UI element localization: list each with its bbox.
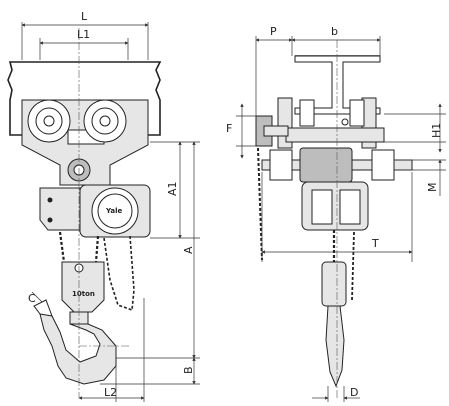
side-trolley-frame <box>277 97 385 149</box>
side-hoist-body <box>301 181 369 231</box>
dim-P <box>255 36 293 116</box>
trolley-wheel-left <box>27 99 71 143</box>
dim-H1-label: H1 <box>430 123 443 138</box>
dim-C-label: C <box>28 292 36 305</box>
dim-M-label: M <box>426 183 439 193</box>
dim-T <box>261 172 413 262</box>
side-hook <box>325 305 345 388</box>
dim-A <box>116 141 200 359</box>
dim-L <box>21 22 149 60</box>
brand-label: Yale <box>105 207 123 215</box>
front-view: Yale 10ton L <box>7 10 200 402</box>
trolley-wheel-right <box>83 99 127 143</box>
dim-B <box>100 357 200 385</box>
dim-A1-label: A1 <box>166 181 179 196</box>
load-chain-front <box>58 231 100 263</box>
dim-M <box>394 159 446 196</box>
dim-T-label: T <box>371 237 379 250</box>
dim-L1-label: L1 <box>77 28 90 41</box>
dim-D <box>312 386 360 402</box>
dim-A1 <box>150 141 200 239</box>
side-hand-chain <box>257 147 355 301</box>
dim-F-label: F <box>226 122 232 135</box>
dim-L2 <box>78 298 145 402</box>
dim-A-label: A <box>182 246 195 254</box>
dim-F <box>236 103 256 159</box>
side-view: P b F H1 M T <box>226 25 446 402</box>
dim-L1 <box>39 38 129 60</box>
dim-D-label: D <box>350 386 358 399</box>
side-cross-shaft <box>261 147 413 183</box>
dim-C <box>31 291 43 303</box>
dim-P-label: P <box>270 25 277 38</box>
hand-chain-front <box>103 235 135 311</box>
dim-H1 <box>384 103 446 153</box>
capacity-label: 10ton <box>72 290 95 298</box>
dim-b-label: b <box>331 25 338 38</box>
i-beam <box>294 55 381 115</box>
dim-L2-label: L2 <box>104 386 117 399</box>
dim-b <box>291 36 381 56</box>
dim-L-label: L <box>81 10 88 23</box>
side-bottom-block <box>321 261 347 307</box>
hook <box>33 299 117 385</box>
dim-B-label: B <box>182 366 195 374</box>
bottom-block <box>61 261 105 313</box>
side-chain-wheel <box>255 115 289 147</box>
hoist-body <box>39 184 151 238</box>
